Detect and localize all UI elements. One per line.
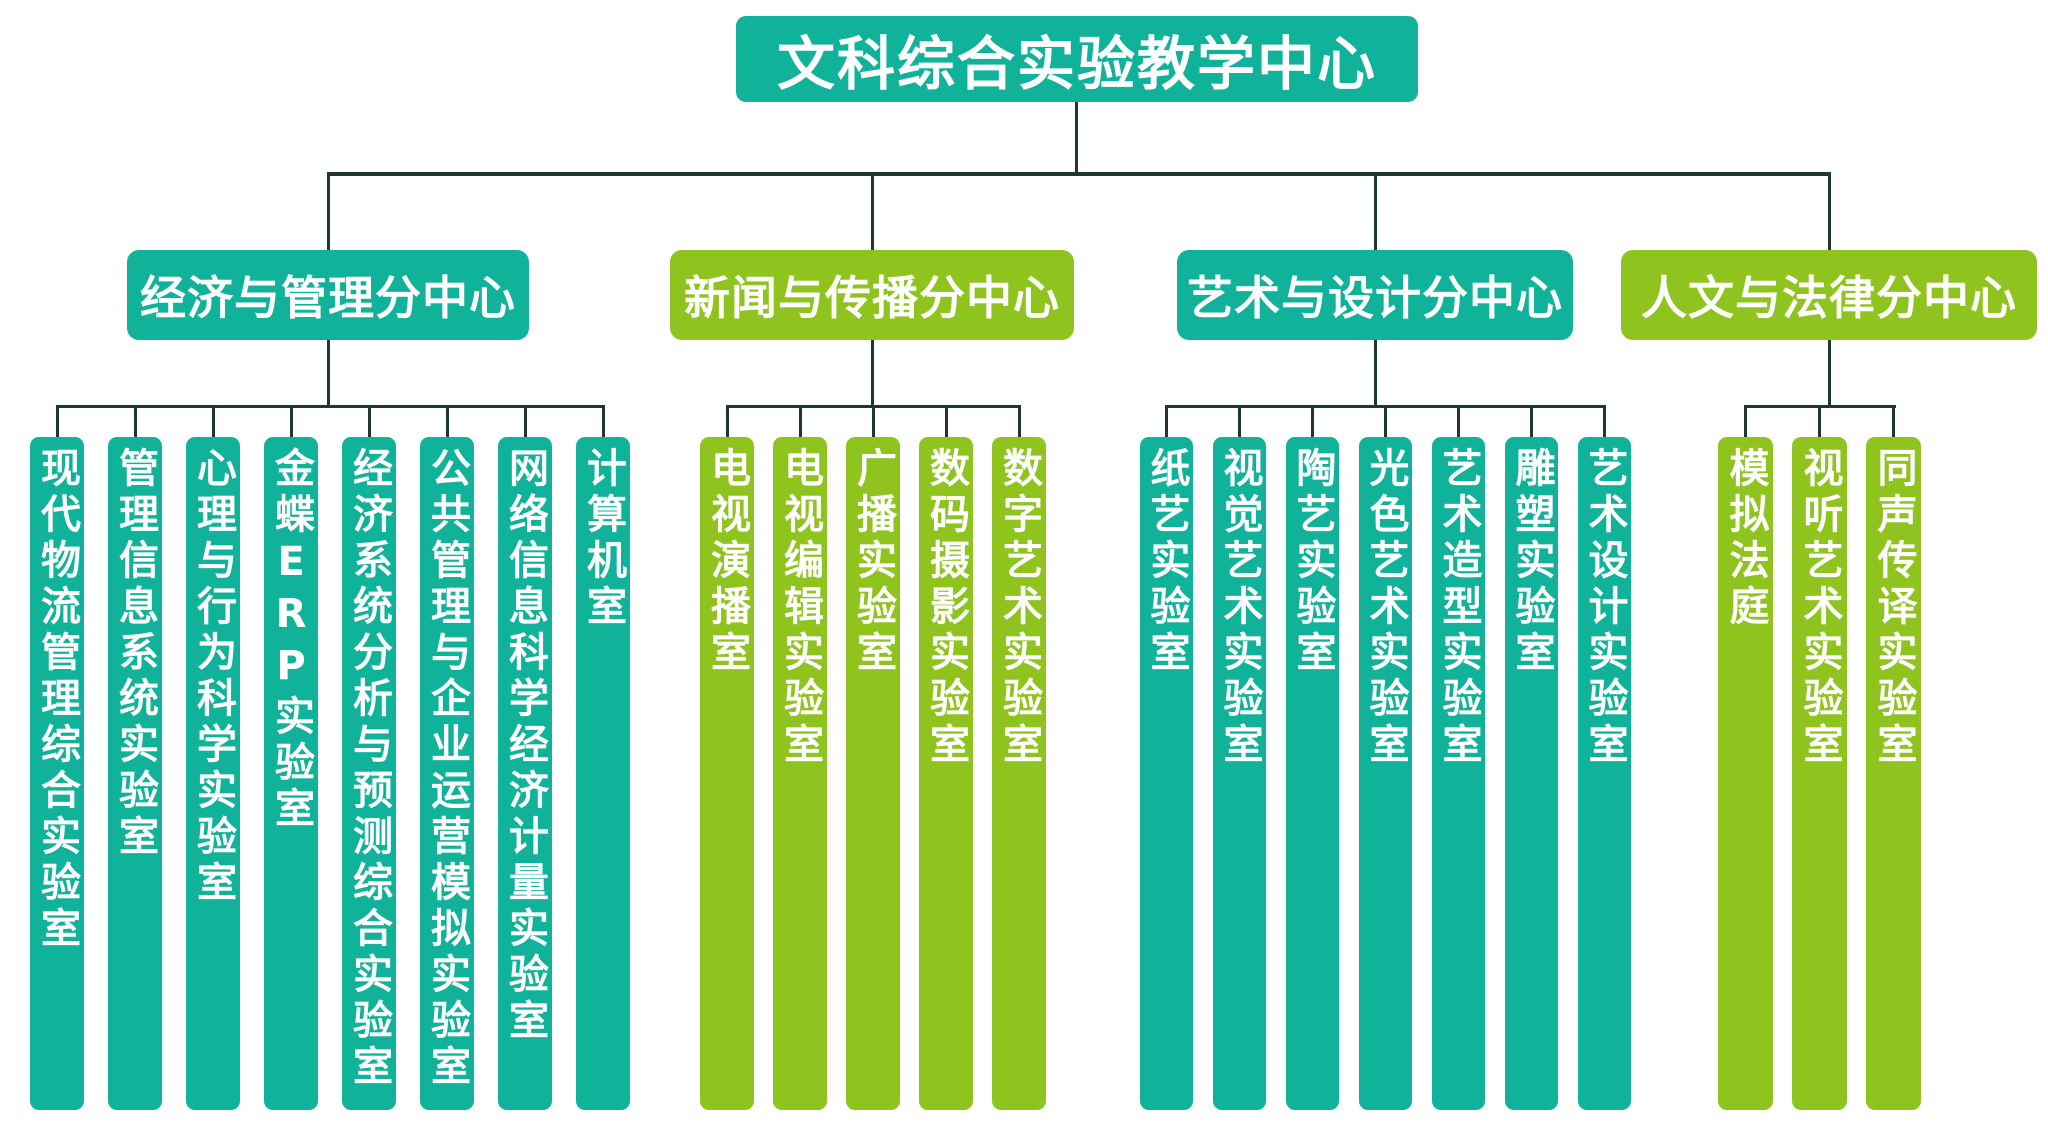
lab-label: 心理与行为科学实验室 bbox=[190, 447, 236, 907]
lab-label: 艺术造型实验室 bbox=[1435, 447, 1482, 769]
lab-node: 雕塑实验室 bbox=[1505, 437, 1558, 1110]
lab-label: 雕塑实验室 bbox=[1508, 447, 1555, 677]
connector-lab-drop bbox=[872, 405, 875, 437]
lab-node: 电视编辑实验室 bbox=[773, 437, 827, 1110]
lab-node: 经济系统分析与预测综合实验室 bbox=[342, 437, 396, 1110]
connector-lab-drop bbox=[1238, 405, 1241, 437]
lab-label: 公共管理与企业运营模拟实验室 bbox=[424, 447, 470, 1091]
lab-node: 视听艺术实验室 bbox=[1792, 437, 1847, 1110]
connector-branch-drop bbox=[327, 176, 330, 250]
lab-node: 陶艺实验室 bbox=[1286, 437, 1339, 1110]
lab-label: 模拟法庭 bbox=[1722, 447, 1769, 631]
connector-group-stub bbox=[871, 340, 874, 405]
lab-node: 数码摄影实验室 bbox=[919, 437, 973, 1110]
lab-node: 视觉艺术实验室 bbox=[1213, 437, 1266, 1110]
connector-lab-drop bbox=[368, 405, 371, 437]
lab-label: 数码摄影实验室 bbox=[923, 447, 969, 769]
lab-label: 电视编辑实验室 bbox=[777, 447, 823, 769]
lab-node: 同声传译实验室 bbox=[1866, 437, 1921, 1110]
connector-lab-drop bbox=[446, 405, 449, 437]
connector-root-drop bbox=[1075, 102, 1078, 172]
lab-node: 数字艺术实验室 bbox=[992, 437, 1046, 1110]
connector-lab-drop bbox=[1457, 405, 1460, 437]
lab-node: 纸艺实验室 bbox=[1140, 437, 1193, 1110]
lab-node: 艺术造型实验室 bbox=[1432, 437, 1485, 1110]
lab-label: 陶艺实验室 bbox=[1289, 447, 1336, 677]
lab-node: 金蝶ERP实验室 bbox=[264, 437, 318, 1110]
connector-lab-drop bbox=[799, 405, 802, 437]
connector-main-horizontal bbox=[327, 172, 1831, 176]
connector-lab-drop bbox=[1818, 405, 1821, 437]
lab-node: 现代物流管理综合实验室 bbox=[30, 437, 84, 1110]
connector-branch-drop bbox=[1374, 176, 1377, 250]
lab-node: 广播实验室 bbox=[846, 437, 900, 1110]
connector-lab-drop bbox=[726, 405, 729, 437]
subcenter-node-economics-management: 经济与管理分中心 bbox=[127, 250, 529, 340]
connector-lab-drop bbox=[134, 405, 137, 437]
lab-node: 网络信息科学经济计量实验室 bbox=[498, 437, 552, 1110]
lab-node: 模拟法庭 bbox=[1718, 437, 1773, 1110]
connector-lab-drop bbox=[524, 405, 527, 437]
connector-lab-drop bbox=[945, 405, 948, 437]
subcenter-node-journalism-communication: 新闻与传播分中心 bbox=[670, 250, 1074, 340]
root-node: 文科综合实验教学中心 bbox=[736, 16, 1418, 102]
lab-node: 计算机室 bbox=[576, 437, 630, 1110]
lab-label: 现代物流管理综合实验室 bbox=[34, 447, 80, 953]
lab-label: 视觉艺术实验室 bbox=[1216, 447, 1263, 769]
lab-label: 管理信息系统实验室 bbox=[112, 447, 158, 861]
connector-branch-drop bbox=[1828, 176, 1831, 250]
lab-label: 电视演播室 bbox=[704, 447, 750, 677]
lab-node: 光色艺术实验室 bbox=[1359, 437, 1412, 1110]
connector-lab-drop bbox=[1744, 405, 1747, 437]
lab-label: 同声传译实验室 bbox=[1870, 447, 1917, 769]
connector-lab-drop bbox=[1384, 405, 1387, 437]
lab-label: 网络信息科学经济计量实验室 bbox=[502, 447, 548, 1045]
connector-lab-drop bbox=[212, 405, 215, 437]
lab-label: 金蝶ERP实验室 bbox=[268, 447, 314, 833]
connector-lab-drop bbox=[290, 405, 293, 437]
lab-label: 广播实验室 bbox=[850, 447, 896, 677]
connector-branch-drop bbox=[871, 176, 874, 250]
connector-group-stub bbox=[327, 340, 330, 405]
connector-lab-drop bbox=[1311, 405, 1314, 437]
lab-node: 心理与行为科学实验室 bbox=[186, 437, 240, 1110]
lab-label: 数字艺术实验室 bbox=[996, 447, 1042, 769]
connector-group-stub bbox=[1374, 340, 1377, 405]
connector-lab-drop bbox=[1165, 405, 1168, 437]
lab-label: 经济系统分析与预测综合实验室 bbox=[346, 447, 392, 1091]
lab-label: 视听艺术实验室 bbox=[1796, 447, 1843, 769]
connector-group-stub bbox=[1828, 340, 1831, 405]
connector-lab-drop bbox=[56, 405, 59, 437]
subcenter-node-humanities-law: 人文与法律分中心 bbox=[1621, 250, 2037, 340]
connector-lab-drop bbox=[1892, 405, 1895, 437]
connector-lab-drop bbox=[1018, 405, 1021, 437]
lab-node: 艺术设计实验室 bbox=[1578, 437, 1631, 1110]
lab-node: 电视演播室 bbox=[700, 437, 754, 1110]
lab-node: 管理信息系统实验室 bbox=[108, 437, 162, 1110]
lab-label: 计算机室 bbox=[580, 447, 626, 631]
connector-lab-drop bbox=[1603, 405, 1606, 437]
connector-group-horizontal bbox=[56, 405, 605, 408]
lab-label: 纸艺实验室 bbox=[1143, 447, 1190, 677]
subcenter-node-art-design: 艺术与设计分中心 bbox=[1177, 250, 1573, 340]
lab-label: 光色艺术实验室 bbox=[1362, 447, 1409, 769]
connector-lab-drop bbox=[1530, 405, 1533, 437]
lab-node: 公共管理与企业运营模拟实验室 bbox=[420, 437, 474, 1110]
lab-label: 艺术设计实验室 bbox=[1581, 447, 1628, 769]
connector-lab-drop bbox=[602, 405, 605, 437]
